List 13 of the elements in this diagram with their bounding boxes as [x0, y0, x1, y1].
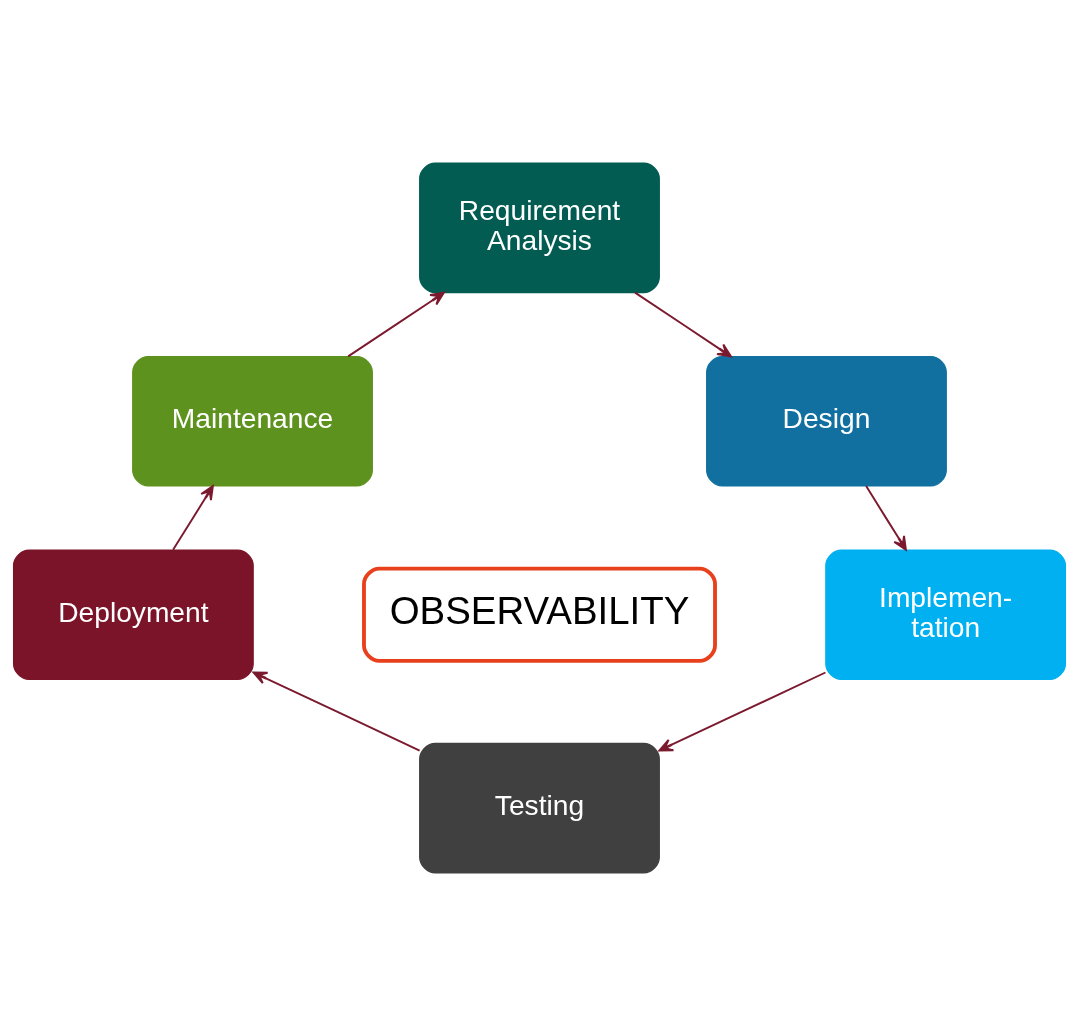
arrow [172, 485, 214, 551]
arrow [252, 671, 421, 752]
node-box: OBSERVABILITY [362, 566, 717, 663]
node-box: Testing [419, 742, 660, 874]
node-box: Implemen- tation [825, 549, 1067, 681]
arrow [658, 671, 827, 752]
node-box: Deployment [12, 549, 254, 681]
arrow [347, 291, 445, 358]
node-box: Maintenance [132, 355, 373, 487]
arrow [634, 291, 732, 358]
arrow [865, 485, 907, 551]
node-box: Design [706, 355, 947, 487]
node-box: Requirement Analysis [419, 162, 660, 294]
